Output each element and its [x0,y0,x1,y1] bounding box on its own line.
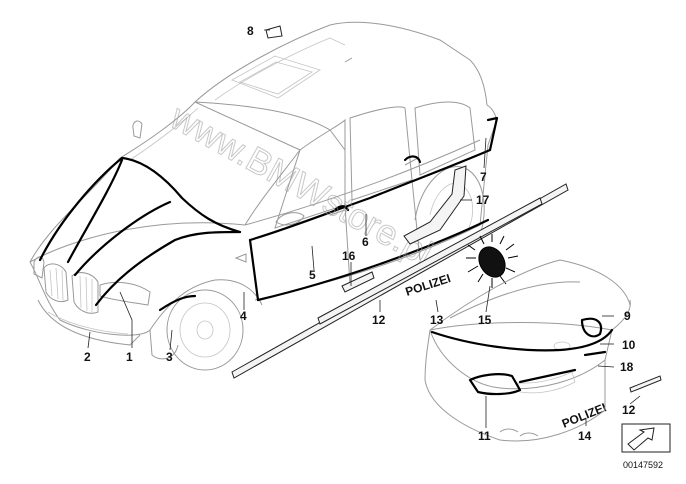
callout-5: 5 [309,268,316,282]
callout-14: 14 [578,429,592,443]
callout-17: 17 [476,193,490,207]
sedan-decals [38,116,499,312]
callout-11: 11 [478,429,491,443]
callout-10: 10 [622,338,636,352]
reference-box [621,423,671,453]
callout-13: 13 [430,313,444,327]
callout-2: 2 [84,350,91,364]
sedan-outline [29,21,497,371]
callout-12a: 12 [372,313,386,327]
callout-lines [87,29,641,428]
callout-7: 7 [480,170,487,184]
callout-12b: 12 [622,403,636,417]
part-16-strip [341,271,375,293]
callout-16: 16 [342,249,356,263]
rear-car-outline [424,259,631,442]
callout-18: 18 [620,360,634,374]
rear-car-decals [430,317,614,396]
part-12-stripes [231,183,662,393]
part-15-emblem [466,234,519,288]
part-17-panel [403,165,467,245]
polizei-text-14: POLIZEI [560,400,609,430]
callout-15: 15 [478,313,492,327]
callout-9: 9 [624,309,631,323]
callout-numbers: 1 2 3 4 5 6 7 8 9 10 11 12 12 13 14 15 1… [84,24,636,443]
callout-6: 6 [362,235,369,249]
callout-1: 1 [126,350,133,364]
callout-8: 8 [247,24,254,38]
reference-number: 00147592 [623,460,663,470]
part-8-decal [265,25,283,39]
callout-4: 4 [240,309,247,323]
callout-3: 3 [166,350,173,364]
